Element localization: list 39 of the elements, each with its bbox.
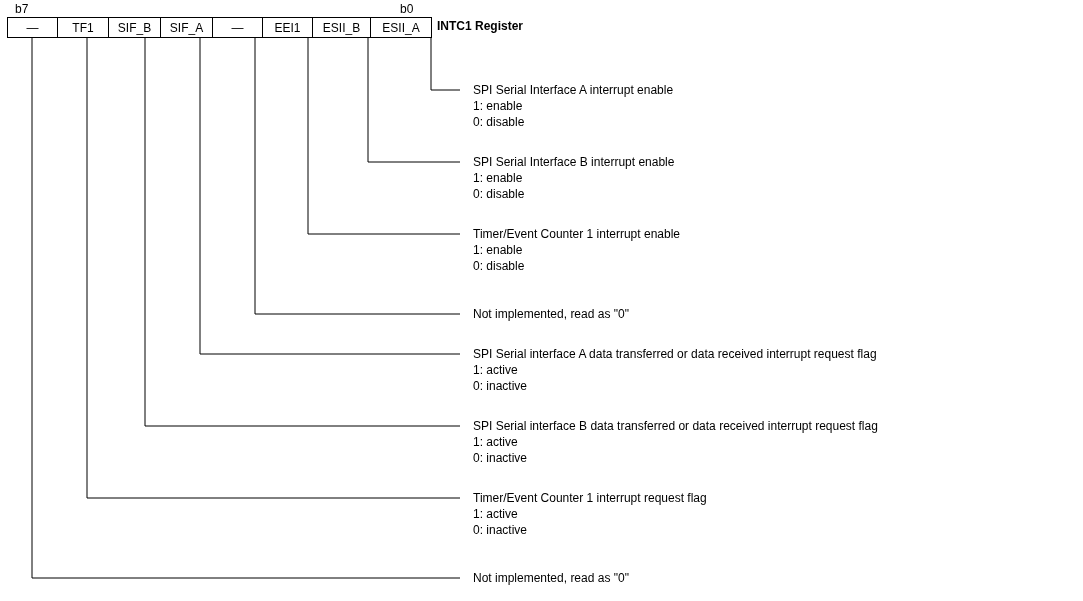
bit-cell: TF1 bbox=[57, 17, 109, 38]
leader-line bbox=[254, 37, 461, 315]
bit-description: Not implemented, read as "0" bbox=[473, 570, 629, 586]
bit-cell: ESII_A bbox=[370, 17, 432, 38]
bit-value-description: 0: disable bbox=[473, 114, 526, 130]
leader-line bbox=[199, 37, 461, 355]
bit-description: SPI Serial Interface B interrupt enable bbox=[473, 154, 675, 170]
bit-number-label: b0 bbox=[400, 2, 414, 16]
bit-value-description: 1: enable bbox=[473, 170, 524, 186]
bit-description: SPI Serial Interface A interrupt enable bbox=[473, 82, 674, 98]
bit-value-description: 1: active bbox=[473, 434, 519, 450]
bit-value-description: 0: inactive bbox=[473, 378, 529, 394]
bit-number-label: b7 bbox=[15, 2, 29, 16]
leader-line bbox=[31, 37, 461, 579]
bit-cell: — bbox=[212, 17, 263, 38]
bit-value-description: 0: disable bbox=[473, 186, 526, 202]
bit-value-description: 1: enable bbox=[473, 98, 524, 114]
bit-cell: — bbox=[7, 17, 58, 38]
leader-line bbox=[367, 37, 461, 163]
bit-description: Timer/Event Counter 1 interrupt request flag bbox=[473, 490, 707, 506]
bit-description: SPI Serial interface A data transferred or data received interrupt request flag bbox=[473, 346, 877, 362]
bit-description: SPI Serial interface B data transferred or data received interrupt request flag bbox=[473, 418, 878, 434]
bit-value-description: 0: inactive bbox=[473, 522, 529, 538]
bit-value-description: 0: inactive bbox=[473, 450, 529, 466]
leader-line bbox=[307, 37, 461, 235]
bit-description: Not implemented, read as "0" bbox=[473, 306, 629, 322]
leader-line bbox=[144, 37, 461, 427]
bit-value-description: 1: active bbox=[473, 506, 519, 522]
bit-cell: ESII_B bbox=[312, 17, 371, 38]
leader-line bbox=[86, 37, 461, 499]
bit-cell: SIF_B bbox=[108, 17, 161, 38]
bit-value-description: 1: active bbox=[473, 362, 519, 378]
bit-cell: SIF_A bbox=[160, 17, 213, 38]
bit-value-description: 1: enable bbox=[473, 242, 524, 258]
bit-description: Timer/Event Counter 1 interrupt enable bbox=[473, 226, 680, 242]
bit-value-description: 0: disable bbox=[473, 258, 526, 274]
bit-cell: EEI1 bbox=[262, 17, 313, 38]
leader-line bbox=[430, 37, 461, 91]
register-name: INTC1 Register bbox=[437, 19, 524, 33]
